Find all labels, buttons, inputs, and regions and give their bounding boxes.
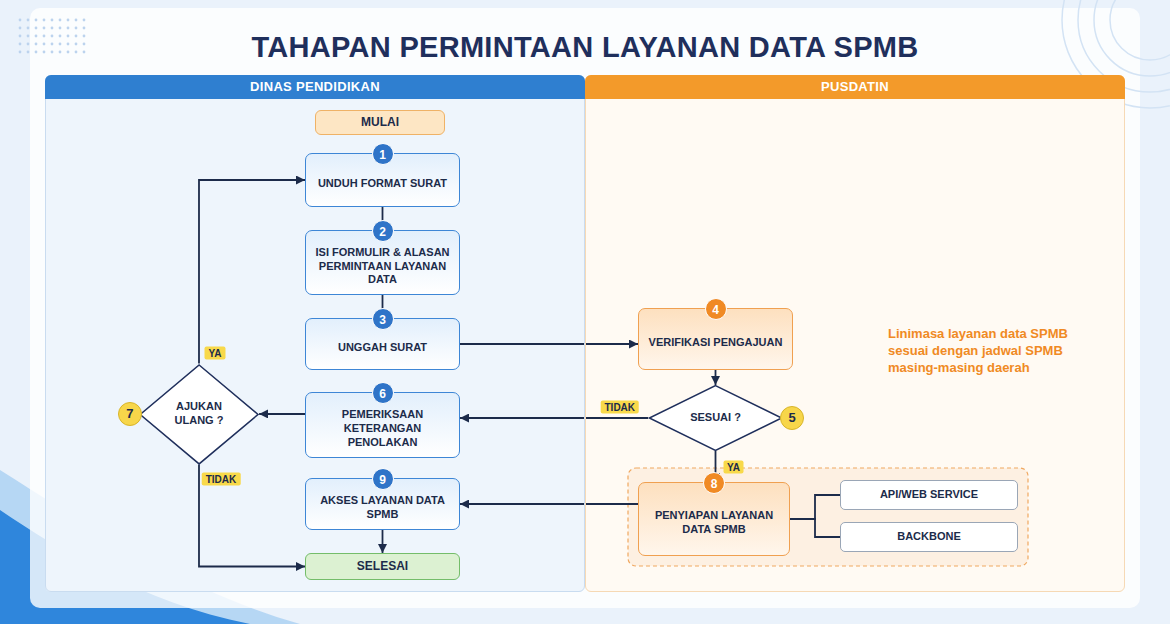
flow-connector	[790, 519, 840, 537]
diamond-shape	[649, 386, 781, 451]
flow-connector	[259, 413, 305, 415]
step-number: 4	[705, 298, 727, 320]
service-box: BACKBONE	[840, 522, 1018, 552]
process-box: 9AKSES LAYANAN DATA SPMB	[305, 478, 460, 530]
flow-connector	[382, 530, 384, 553]
service-box: API/WEB SERVICE	[840, 480, 1018, 510]
dot-grid	[18, 14, 90, 54]
step-number: 3	[372, 308, 394, 330]
node-label: AJUKAN ULANG ?	[162, 400, 237, 428]
process-box: 8PENYIAPAN LAYANAN DATA SPMB	[638, 482, 790, 556]
process-box: 1UNDUH FORMAT SURAT	[305, 153, 460, 207]
step-number: 1	[372, 143, 394, 165]
node-label: MULAI	[361, 115, 399, 130]
node-label: VERIFIKASI PENGAJUAN	[649, 336, 783, 350]
timeline-note: Linimasa layanan data SPMB sesuai dengan…	[888, 326, 1083, 377]
start-terminal: MULAI	[315, 110, 445, 135]
flow-connector	[715, 370, 717, 385]
node-label: AKSES LAYANAN DATA SPMB	[312, 494, 453, 522]
decision-diamond: 5SESUAI ?	[648, 385, 783, 451]
diagram-title: TAHAPAN PERMINTAAN LAYANAN DATA SPMB	[0, 30, 1170, 64]
diamond-shape	[140, 365, 258, 464]
step-number: 2	[372, 220, 394, 242]
lane-title: DINAS PENDIDIKAN	[45, 75, 585, 99]
lane-fill	[45, 75, 585, 592]
node-label: BACKBONE	[897, 530, 961, 544]
flow-connector	[460, 417, 648, 419]
edge-label: YA	[204, 346, 225, 359]
node-label: SESUAI ?	[690, 411, 741, 425]
process-box: 6PEMERIKSAAN KETERANGAN PENOLAKAN	[305, 392, 460, 458]
node-label: API/WEB SERVICE	[880, 488, 978, 502]
node-label: UNDUH FORMAT SURAT	[318, 177, 447, 191]
lane-title: PUSDATIN	[585, 75, 1125, 99]
flow-connector	[199, 464, 305, 566]
edge-label: TIDAK	[601, 401, 640, 414]
flow-connector	[460, 343, 638, 345]
node-label: UNGGAH SURAT	[338, 341, 427, 355]
group-frame	[628, 468, 1028, 566]
edge-label: TIDAK	[202, 472, 241, 485]
flow-connector	[790, 495, 840, 519]
flow-connector	[460, 503, 638, 505]
step-number: 9	[372, 468, 394, 490]
process-box: 3UNGGAH SURAT	[305, 318, 460, 370]
flow-connector	[199, 180, 305, 364]
swimlane: DINAS PENDIDIKANMULAI1UNDUH FORMAT SURAT…	[45, 75, 585, 592]
lane-fill	[585, 75, 1125, 592]
node-label: ISI FORMULIR & ALASAN PERMINTAAN LAYANAN…	[312, 246, 453, 287]
node-label: PENYIAPAN LAYANAN DATA SPMB	[645, 509, 783, 537]
end-terminal: SELESAI	[305, 553, 460, 580]
step-number: 6	[372, 382, 394, 404]
step-number: 8	[703, 472, 725, 494]
node-label: PEMERIKSAAN KETERANGAN PENOLAKAN	[312, 408, 453, 449]
process-box: 2ISI FORMULIR & ALASAN PERMINTAAN LAYANA…	[305, 230, 460, 295]
node-label: SELESAI	[357, 559, 408, 574]
panel	[30, 8, 1140, 608]
step-number: 5	[780, 406, 804, 430]
edge-label: YA	[723, 460, 744, 473]
decision-diamond: 7AJUKAN ULANG ?	[139, 364, 259, 465]
step-number: 7	[118, 402, 142, 426]
process-box: 4VERIFIKASI PENGAJUAN	[638, 308, 793, 370]
